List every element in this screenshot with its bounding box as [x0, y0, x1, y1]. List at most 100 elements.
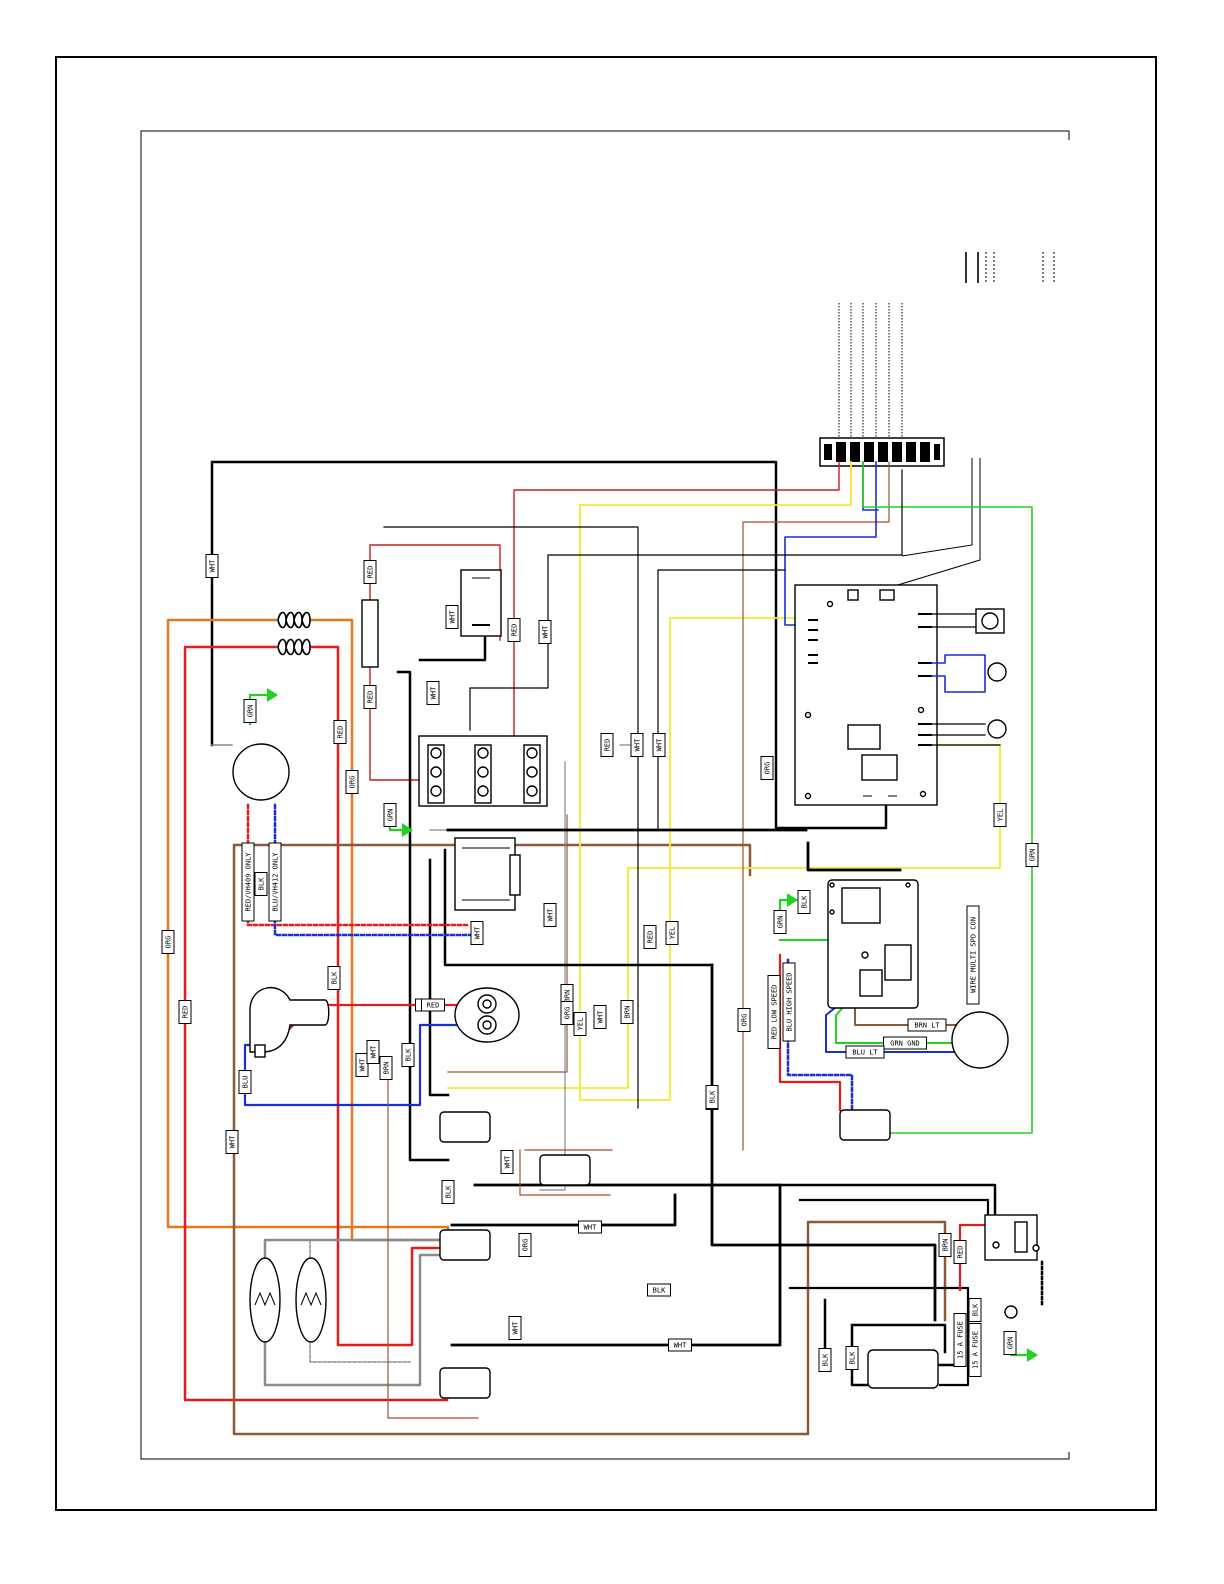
reversing-valve — [249, 987, 330, 1058]
wire-label-text: BLK — [331, 971, 339, 984]
wire-label-text: RED — [182, 1006, 190, 1019]
wire-label-wht-d: WHT — [630, 733, 644, 757]
relay — [460, 569, 502, 637]
wire-label-text: RED — [367, 566, 375, 579]
wire-label-text: BLK — [801, 895, 809, 908]
wire-label-text: WHT — [370, 1045, 378, 1058]
wire-label-text: RED — [604, 739, 612, 752]
wire-label-text: YEL — [669, 927, 677, 940]
wire-black-top-loop — [210, 460, 888, 830]
resistor — [361, 599, 379, 668]
wire-label-blu-lt: BLU LT — [845, 1045, 885, 1059]
relay-sockets — [439, 1109, 891, 1399]
wire-label-red-d: RED — [600, 733, 614, 757]
wire-label-text: BLK — [972, 1303, 980, 1316]
damper-motor — [232, 743, 290, 801]
wire-label-text: GRN — [1029, 849, 1037, 862]
wire-label-wht-g: WHT — [355, 1053, 369, 1077]
wire-label-text: WHT — [474, 926, 482, 939]
wire-label-org-d: ORG — [518, 1233, 532, 1257]
wire-label-text: YEL — [577, 1018, 585, 1031]
wire-gray-heater — [263, 1238, 450, 1387]
wire-label-text: GRN GND — [890, 1040, 920, 1048]
terminal-block — [418, 735, 548, 807]
wire-label-blk-g: BLK — [401, 1043, 415, 1067]
wire-label-red-a: RED — [363, 560, 377, 584]
wire-black-thick-right — [446, 828, 937, 1347]
wire-label-red-motor: RED — [333, 720, 347, 744]
inner-border-mask — [1068, 140, 1072, 1452]
wire-label-wht-i: WHT — [225, 1130, 239, 1154]
wire-label-text: BLU/VH412 ONLY — [272, 852, 280, 912]
wire-label-org-left: ORG — [161, 930, 175, 954]
wire-label-text: BLK — [258, 877, 266, 890]
fan-control-board — [827, 879, 919, 1009]
contactor — [454, 837, 521, 911]
wire-label-text: WHT — [359, 1058, 367, 1071]
wire-label-blk-o: BLK — [968, 1298, 982, 1322]
wire-label-blk-h: BLK — [441, 1180, 455, 1204]
wire-label-text: WHT — [547, 908, 555, 921]
wire-label-text: BRN — [564, 990, 572, 1003]
wire-label-org-b: ORG — [760, 756, 774, 780]
heater-block — [867, 1349, 939, 1389]
wire-label-wht-relay: WHT — [445, 605, 459, 629]
wire-label-text: RED — [957, 1246, 965, 1259]
heater-elements — [249, 1257, 327, 1343]
wire-label-yel-a: YEL — [993, 803, 1007, 827]
wire-label-wht-n: WHT — [668, 1338, 692, 1352]
wire-label-text: WHT — [674, 1342, 687, 1350]
wire-label-text: RED — [367, 691, 375, 704]
wire-label-wht-mid2: WHT — [543, 903, 557, 927]
wire-label-text: RED — [337, 726, 345, 739]
wire-label-text: ORG — [349, 776, 357, 789]
wire-label-text: BLK — [653, 1287, 666, 1295]
wire-label-blk-only: BLK — [254, 872, 268, 896]
wire-label-text: WIRE MULTI SPD CON — [970, 917, 978, 993]
wire-label-text: WHT — [229, 1135, 237, 1148]
wire-label-org-c: ORG — [737, 1008, 751, 1032]
wire-label-wht-h: WHT — [366, 1040, 380, 1064]
wire-label-text: BLU — [242, 1076, 250, 1089]
wire-label-red-left: RED — [178, 1000, 192, 1024]
wire-label-text: WHT — [504, 1155, 512, 1168]
wire-label-text: RED LOW SPEED — [771, 985, 779, 1040]
wire-label-blu-only: BLU/VH412 ONLY — [268, 842, 282, 922]
sensor-lead-wires — [887, 458, 981, 589]
wire-label-text: ORG — [165, 936, 173, 949]
wire-label-blk-n: BLK — [647, 1283, 671, 1297]
wire-label-text: WHT — [209, 559, 217, 572]
wire-label-brn-d: BRN — [938, 1233, 952, 1257]
wire-label-wht-c: WHT — [538, 620, 552, 644]
wire-label-text: 15 A FUSE — [972, 1331, 980, 1369]
wire-label-blu-high: BLU HIGH SPEED — [782, 962, 796, 1042]
wire-label-wht-tb: WHT — [426, 681, 440, 705]
wire-label-text: WHT — [584, 1224, 597, 1232]
wire-label-blk-p: BLK — [845, 1346, 859, 1370]
wire-black-right-lower — [778, 1183, 997, 1387]
wire-blue-compressor — [243, 1023, 489, 1107]
wire-label-text: ORG — [741, 1014, 749, 1027]
wire-black-thin-a — [383, 469, 903, 1109]
wire-label-wht-m: WHT — [508, 1316, 522, 1340]
wire-red-thermostat — [369, 461, 840, 781]
wire-label-text: BLK — [709, 1090, 717, 1103]
wire-label-text: GRN — [777, 916, 785, 929]
wire-label-text: GRN — [387, 809, 395, 822]
wire-label-text: BLK — [822, 1353, 830, 1366]
wire-label-text: WHT — [449, 610, 457, 623]
wire-label-red-only: RED/VH409 ONLY — [241, 842, 255, 922]
wire-label-grn-gnd: GRN GND — [883, 1036, 927, 1050]
wire-label-text: BLU LT — [852, 1049, 878, 1057]
control-board — [794, 584, 938, 806]
wire-label-text: WHT — [597, 1010, 605, 1023]
legend-marks — [965, 252, 1055, 283]
wire-label-text: ORG — [764, 762, 772, 775]
power-plug — [984, 1214, 1040, 1261]
wire-label-wht-f: WHT — [593, 1005, 607, 1029]
wire-label-grn-right: GRN — [1025, 843, 1039, 867]
wire-label-org-n: ORG — [560, 1001, 574, 1025]
ground-arrows — [248, 688, 1039, 1362]
ground-screw-icon — [1004, 1305, 1018, 1319]
wire-label-red-mid: RED — [643, 925, 657, 949]
